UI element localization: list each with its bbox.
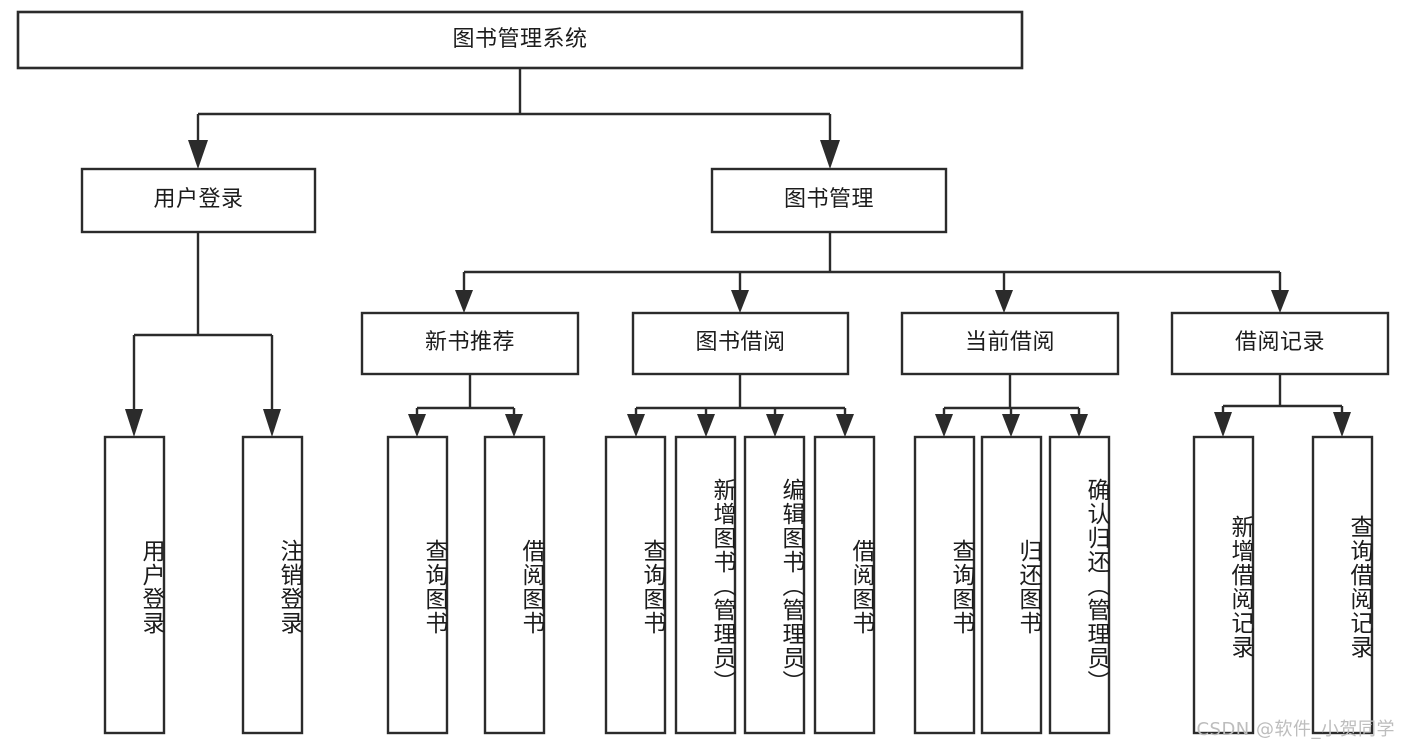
- connector-group: [125, 68, 1351, 437]
- arrow-current-leaf3: [1070, 414, 1088, 437]
- arrow-bookmgmt-to-current: [995, 290, 1013, 313]
- node-box-leaf-logout[interactable]: [241, 435, 304, 735]
- node-box-leaf-user-login[interactable]: [103, 435, 166, 735]
- arrow-current-leaf2: [1002, 414, 1020, 437]
- node-box-leaf-edit-book[interactable]: [743, 435, 806, 735]
- arrow-newbook-leaf1: [408, 414, 426, 437]
- arrow-bookmgmt-to-record: [1271, 290, 1289, 313]
- node-box-new-book-recommend[interactable]: [360, 311, 580, 376]
- node-box-book-management[interactable]: [710, 167, 948, 234]
- arrow-root-to-userlogin: [188, 140, 208, 169]
- node-box-leaf-query-book-3[interactable]: [913, 435, 976, 735]
- node-box-group: [16, 10, 1390, 735]
- arrow-userlogin-leaf2: [263, 409, 281, 437]
- node-box-leaf-query-record[interactable]: [1311, 435, 1374, 735]
- arrow-record-leaf2: [1333, 412, 1351, 437]
- csdn-watermark: CSDN @软件_小贺同学: [1196, 719, 1395, 740]
- arrow-borrow-leaf3: [766, 414, 784, 437]
- node-box-leaf-query-book-2[interactable]: [604, 435, 667, 735]
- arrow-record-leaf1: [1214, 412, 1232, 437]
- node-box-leaf-confirm-return[interactable]: [1048, 435, 1111, 735]
- arrow-borrow-leaf1: [627, 414, 645, 437]
- node-box-user-login[interactable]: [80, 167, 317, 234]
- node-box-leaf-borrow-book-2[interactable]: [813, 435, 876, 735]
- arrow-newbook-leaf2: [505, 414, 523, 437]
- arrow-borrow-leaf2: [697, 414, 715, 437]
- node-box-book-borrow[interactable]: [631, 311, 850, 376]
- arrow-borrow-leaf4: [836, 414, 854, 437]
- node-box-borrow-record[interactable]: [1170, 311, 1390, 376]
- arrow-current-leaf1: [935, 414, 953, 437]
- node-box-leaf-query-book-1[interactable]: [386, 435, 449, 735]
- arrow-bookmgmt-to-newbook: [455, 290, 473, 313]
- arrow-root-to-bookmgmt: [820, 140, 840, 169]
- node-box-leaf-borrow-book-1[interactable]: [483, 435, 546, 735]
- node-box-leaf-return-book[interactable]: [980, 435, 1043, 735]
- arrow-bookmgmt-to-borrow: [731, 290, 749, 313]
- node-box-current-borrow[interactable]: [900, 311, 1120, 376]
- arrow-userlogin-leaf1: [125, 409, 143, 437]
- node-box-leaf-add-book[interactable]: [674, 435, 737, 735]
- node-box-root[interactable]: [16, 10, 1024, 70]
- node-box-leaf-add-record[interactable]: [1192, 435, 1255, 735]
